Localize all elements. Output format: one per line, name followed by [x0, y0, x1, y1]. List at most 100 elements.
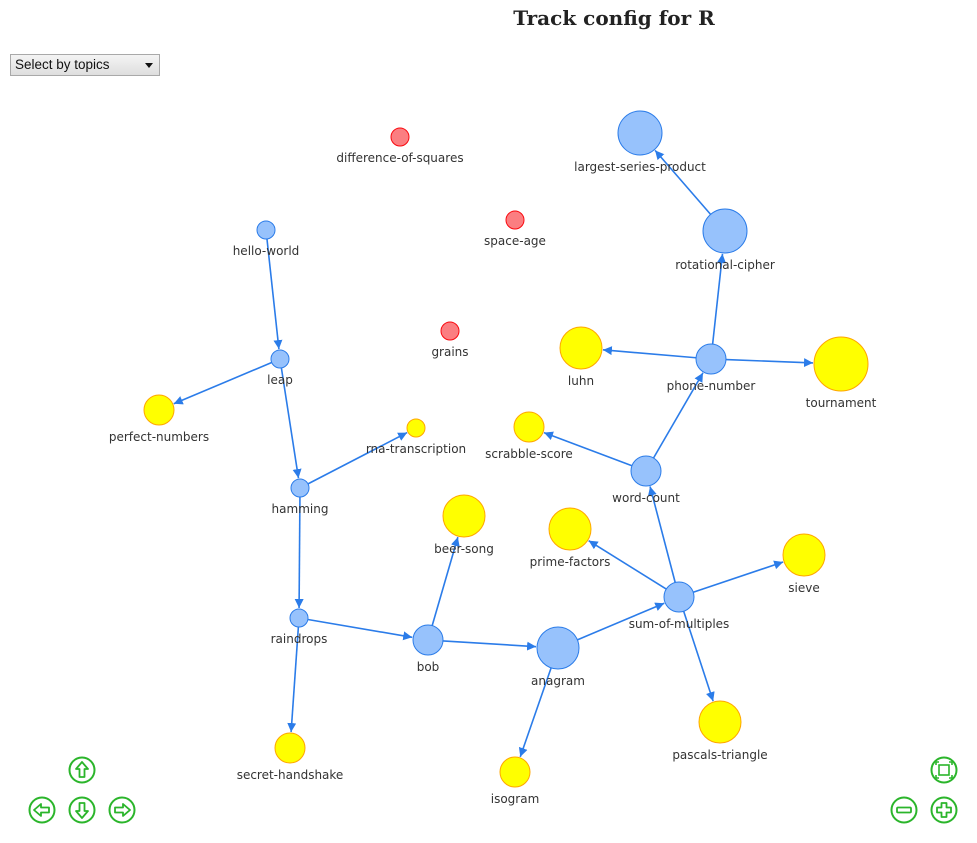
- node-scrabble-score[interactable]: scrabble-score: [485, 411, 573, 461]
- zoom-extends-icon[interactable]: [930, 756, 958, 784]
- edge-leap-to-hamming[interactable]: [280, 367, 302, 479]
- node-phone-number[interactable]: phone-number: [667, 343, 756, 393]
- node-largest-series-product[interactable]: largest-series-product: [574, 110, 706, 174]
- edge-sum-of-multiples-to-word-count[interactable]: [647, 486, 676, 583]
- node-label: raindrops: [271, 632, 328, 646]
- edge-sum-of-multiples-to-prime-factors[interactable]: [588, 539, 667, 590]
- edge-anagram-to-sum-of-multiples[interactable]: [577, 602, 665, 641]
- node-label: prime-factors: [530, 555, 611, 569]
- topic-select-value: Select by topics: [15, 57, 110, 72]
- edge-phone-number-to-tournament[interactable]: [725, 358, 814, 368]
- zoom-in-icon[interactable]: [930, 796, 958, 824]
- node-label: rna-transcription: [366, 442, 466, 456]
- node-label: secret-handshake: [237, 768, 344, 782]
- node-label: anagram: [531, 674, 585, 688]
- node-circle[interactable]: [289, 608, 309, 628]
- page-title: Track config for R: [513, 6, 715, 30]
- edge-anagram-to-isogram[interactable]: [518, 667, 552, 758]
- node-grains[interactable]: grains: [431, 321, 469, 359]
- node-prime-factors[interactable]: prime-factors: [530, 507, 611, 569]
- node-circle[interactable]: [513, 411, 545, 443]
- node-circle[interactable]: [390, 127, 410, 147]
- node-circle[interactable]: [406, 418, 426, 438]
- node-circle[interactable]: [499, 756, 531, 788]
- node-label: bob: [417, 660, 440, 674]
- edge-bob-to-anagram[interactable]: [442, 640, 537, 651]
- node-label: beer-song: [434, 542, 494, 556]
- node-tournament[interactable]: tournament: [806, 336, 877, 410]
- node-anagram[interactable]: anagram: [531, 626, 585, 688]
- arrow-left-icon[interactable]: [28, 796, 56, 824]
- node-circle[interactable]: [290, 478, 310, 498]
- node-circle[interactable]: [630, 455, 662, 487]
- node-luhn[interactable]: luhn: [559, 326, 603, 388]
- node-circle[interactable]: [270, 349, 290, 369]
- node-layer: largest-series-product rotational-cipher p…: [109, 110, 877, 806]
- arrow-down-icon[interactable]: [68, 796, 96, 824]
- node-label: pascals-triangle: [672, 748, 767, 762]
- node-label: phone-number: [667, 379, 756, 393]
- node-circle[interactable]: [702, 208, 748, 254]
- node-circle[interactable]: [548, 507, 592, 551]
- node-circle[interactable]: [143, 394, 175, 426]
- node-perfect-numbers[interactable]: perfect-numbers: [109, 394, 209, 444]
- edge-leap-to-perfect-numbers[interactable]: [173, 361, 273, 405]
- node-isogram[interactable]: isogram: [491, 756, 540, 806]
- edge-hamming-to-rna-transcription[interactable]: [307, 431, 408, 485]
- node-circle[interactable]: [695, 343, 727, 375]
- edge-raindrops-to-secret-handshake[interactable]: [287, 626, 300, 733]
- node-hamming[interactable]: hamming: [272, 478, 329, 516]
- node-secret-handshake[interactable]: secret-handshake: [237, 732, 344, 782]
- node-label: leap: [267, 373, 293, 387]
- node-hello-world[interactable]: hello-world: [233, 220, 300, 258]
- node-leap[interactable]: leap: [267, 349, 293, 387]
- edge-word-count-to-phone-number[interactable]: [652, 372, 704, 459]
- node-circle[interactable]: [412, 624, 444, 656]
- node-circle[interactable]: [256, 220, 276, 240]
- node-circle[interactable]: [617, 110, 663, 156]
- topic-select[interactable]: Select by topics: [10, 54, 160, 76]
- node-circle[interactable]: [274, 732, 306, 764]
- node-circle[interactable]: [813, 336, 869, 392]
- node-circle[interactable]: [559, 326, 603, 370]
- arrow-up-icon[interactable]: [68, 756, 96, 784]
- edge-phone-number-to-rotational-cipher[interactable]: [711, 253, 726, 345]
- node-difference-of-squares[interactable]: difference-of-squares: [336, 127, 464, 165]
- node-label: scrabble-score: [485, 447, 573, 461]
- arrow-right-icon[interactable]: [108, 796, 136, 824]
- node-circle[interactable]: [505, 210, 525, 230]
- node-rna-transcription[interactable]: rna-transcription: [366, 418, 466, 456]
- node-sieve[interactable]: sieve: [782, 533, 826, 595]
- node-circle[interactable]: [442, 494, 486, 538]
- node-circle[interactable]: [663, 581, 695, 613]
- edge-raindrops-to-bob[interactable]: [307, 618, 413, 641]
- node-circle[interactable]: [536, 626, 580, 670]
- edge-hello-world-to-leap[interactable]: [266, 238, 283, 350]
- edge-rotational-cipher-to-largest-series-product[interactable]: [654, 149, 712, 215]
- node-circle[interactable]: [440, 321, 460, 341]
- node-bob[interactable]: bob: [412, 624, 444, 674]
- node-label: hamming: [272, 502, 329, 516]
- node-circle[interactable]: [782, 533, 826, 577]
- node-label: tournament: [806, 396, 877, 410]
- node-pascals-triangle[interactable]: pascals-triangle: [672, 700, 768, 762]
- node-label: luhn: [568, 374, 594, 388]
- edge-phone-number-to-luhn[interactable]: [602, 346, 697, 359]
- node-label: sieve: [788, 581, 819, 595]
- edge-bob-to-beer-song[interactable]: [431, 536, 460, 626]
- node-sum-of-multiples[interactable]: sum-of-multiples: [629, 581, 730, 631]
- edge-hamming-to-raindrops[interactable]: [294, 496, 304, 609]
- node-raindrops[interactable]: raindrops: [271, 608, 328, 646]
- edge-word-count-to-scrabble-score[interactable]: [543, 431, 633, 467]
- node-word-count[interactable]: word-count: [612, 455, 680, 505]
- node-label: perfect-numbers: [109, 430, 209, 444]
- node-beer-song[interactable]: beer-song: [434, 494, 494, 556]
- node-rotational-cipher[interactable]: rotational-cipher: [675, 208, 775, 272]
- node-space-age[interactable]: space-age: [484, 210, 546, 248]
- node-label: rotational-cipher: [675, 258, 775, 272]
- node-circle[interactable]: [698, 700, 742, 744]
- edge-sum-of-multiples-to-sieve[interactable]: [692, 560, 784, 593]
- zoom-out-icon[interactable]: [890, 796, 918, 824]
- edge-sum-of-multiples-to-pascals-triangle[interactable]: [682, 611, 715, 702]
